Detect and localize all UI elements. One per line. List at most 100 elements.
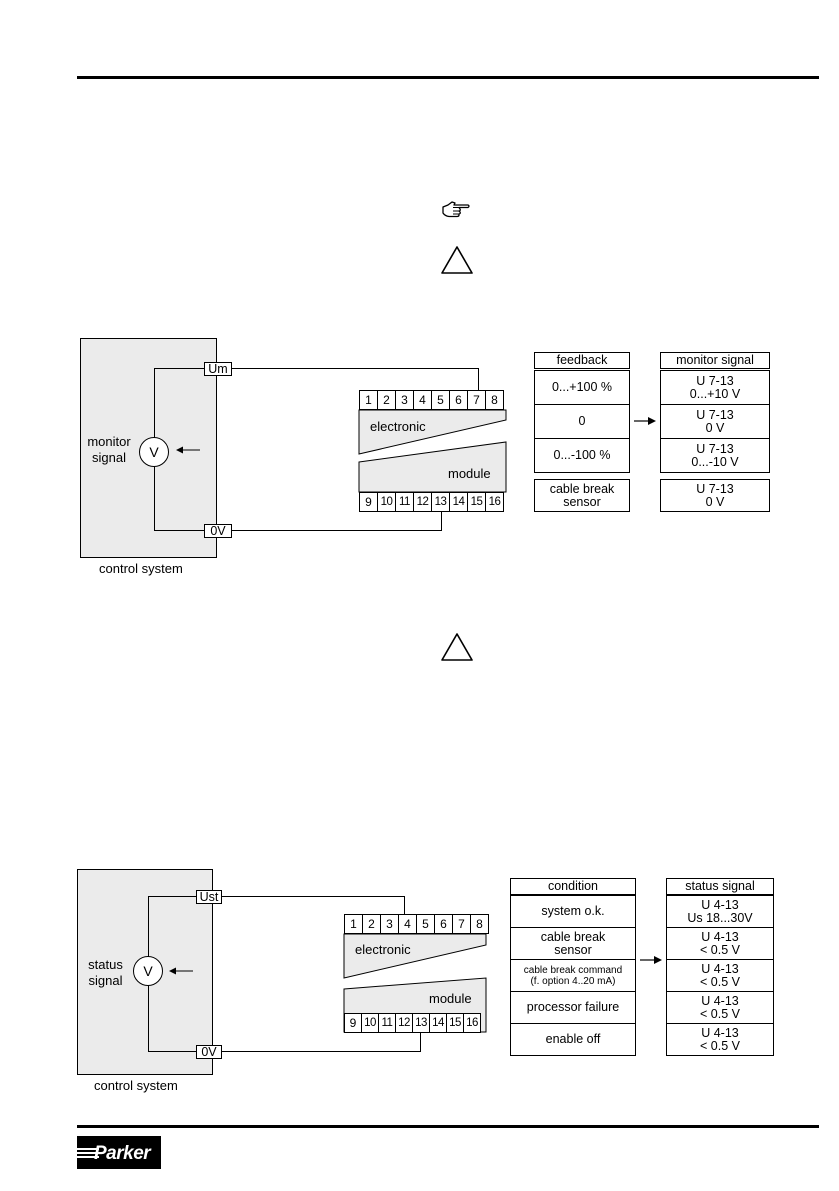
table-cell-left: 0	[534, 404, 630, 439]
wire	[404, 896, 405, 915]
pin-15: 15	[446, 1013, 464, 1033]
pin-6: 6	[434, 914, 453, 934]
wire	[148, 896, 196, 897]
feedback-header: feedback	[534, 352, 630, 369]
cell-text: sensor	[563, 494, 601, 509]
cell-text: < 0.5 V	[700, 942, 740, 957]
cell-text: < 0.5 V	[700, 1038, 740, 1053]
pin-5: 5	[416, 914, 435, 934]
table-cell-left: system o.k.	[510, 895, 636, 928]
electronic-label: electronic	[370, 419, 426, 434]
arrow-right-icon	[640, 956, 662, 964]
wire	[478, 368, 479, 390]
pin-14: 14	[449, 492, 468, 512]
cell-text: U 4-13	[701, 1025, 739, 1040]
module-label: module	[448, 466, 491, 481]
monitor-signal-header: monitor signal	[660, 352, 770, 369]
wire	[222, 1051, 421, 1052]
logo-stripes	[77, 1148, 99, 1158]
table-cell-left: enable off	[510, 1023, 636, 1056]
cell-text: cable break	[540, 929, 606, 944]
condition-header: condition	[510, 878, 636, 895]
control-system-label: control system	[94, 1078, 178, 1093]
cell-text: U 4-13	[701, 929, 739, 944]
pin-3: 3	[395, 390, 414, 410]
warning-triangle-icon	[441, 246, 473, 274]
table-cell-right: U 4-13< 0.5 V	[666, 927, 774, 960]
cell-text: processor failure	[526, 1000, 620, 1014]
table-cell-left: processor failure	[510, 991, 636, 1024]
pin-2: 2	[362, 914, 381, 934]
pin-13: 13	[412, 1013, 430, 1033]
cell-text: U 7-13	[696, 407, 734, 422]
voltmeter-icon: V	[139, 437, 169, 467]
cell-text: < 0.5 V	[700, 1006, 740, 1021]
terminal-0v: 0V	[196, 1045, 222, 1059]
signal-label: signal	[88, 973, 123, 988]
header-rule	[77, 76, 819, 79]
wire	[441, 512, 442, 531]
cell-text: 0 V	[705, 420, 725, 435]
pin-10: 10	[361, 1013, 379, 1033]
footer-rule	[77, 1125, 819, 1128]
cell-text: (f. option 4..20 mA)	[530, 975, 616, 987]
arrow-left-icon	[169, 967, 193, 975]
electronic-label: electronic	[355, 942, 411, 957]
signal-label: status	[88, 957, 123, 972]
table-cell-right: U 4-13< 0.5 V	[666, 1023, 774, 1056]
pin-13: 13	[431, 492, 450, 512]
pin-9: 9	[344, 1013, 362, 1033]
cell-text: U 7-13	[696, 373, 734, 388]
pin-16: 16	[463, 1013, 481, 1033]
arrow-right-icon	[634, 417, 656, 425]
cell-text: U 4-13	[701, 897, 739, 912]
pointing-hand-icon	[442, 201, 470, 218]
cell-text: 0...+10 V	[689, 386, 741, 401]
logo-text: Parker	[94, 1143, 151, 1164]
pin-14: 14	[429, 1013, 447, 1033]
cell-text: Us 18...30V	[687, 910, 753, 925]
cell-text: U 7-13	[696, 441, 734, 456]
wire	[148, 1051, 196, 1052]
table-cell-left: 0...+100 %	[534, 370, 630, 405]
module-label: module	[429, 991, 472, 1006]
pin-7: 7	[452, 914, 471, 934]
terminal-um: Um	[204, 362, 232, 376]
table-cell-right: U 4-13< 0.5 V	[666, 991, 774, 1024]
voltmeter-icon: V	[133, 956, 163, 986]
cell-text: system o.k.	[541, 904, 605, 918]
pin-11: 11	[378, 1013, 396, 1033]
pin-9: 9	[359, 492, 378, 512]
wire	[232, 530, 442, 531]
table-cell-left: cable break command(f. option 4..20 mA)	[510, 959, 636, 992]
wire	[154, 368, 204, 369]
cell-text: U 7-13	[696, 481, 734, 496]
signal-label: monitor	[87, 434, 131, 449]
cell-text: enable off	[545, 1032, 601, 1046]
pin-8: 8	[470, 914, 489, 934]
pin-11: 11	[395, 492, 414, 512]
terminal-0v: 0V	[204, 524, 232, 538]
pin-3: 3	[380, 914, 399, 934]
pin-4: 4	[398, 914, 417, 934]
pin-7: 7	[467, 390, 486, 410]
cell-text: 0...-10 V	[691, 454, 739, 469]
status-signal-header: status signal	[666, 878, 774, 895]
wire	[154, 530, 204, 531]
cell-text: 0	[578, 414, 586, 428]
pin-10: 10	[377, 492, 396, 512]
table-cell-right: U 4-13< 0.5 V	[666, 959, 774, 992]
electronic-module-shape	[358, 409, 507, 493]
table-cell-left: 0...-100 %	[534, 438, 630, 473]
terminal-ust: Ust	[196, 890, 222, 904]
cell-text: < 0.5 V	[700, 974, 740, 989]
pin-12: 12	[413, 492, 432, 512]
cell-text: cable break command	[523, 964, 623, 976]
pin-1: 1	[359, 390, 378, 410]
control-system-label: control system	[99, 561, 183, 576]
